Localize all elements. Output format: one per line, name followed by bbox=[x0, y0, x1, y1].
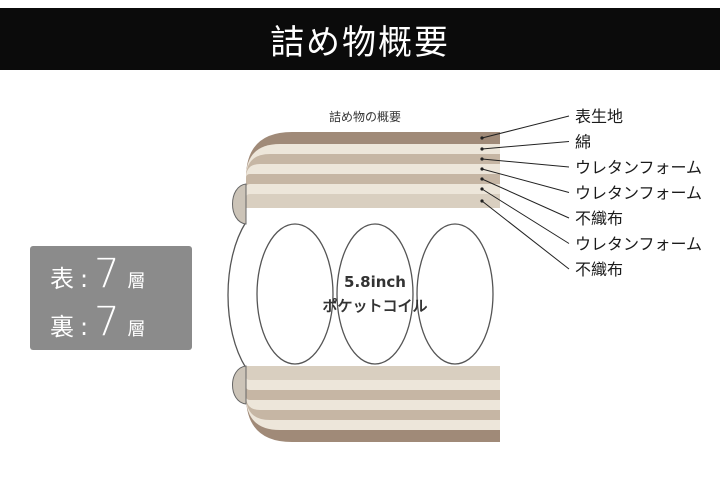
leader-line bbox=[481, 188, 570, 244]
front-number: 7 bbox=[94, 251, 120, 297]
layer-label: ウレタンフォーム bbox=[575, 184, 702, 203]
header-bar: 詰め物概要 bbox=[0, 8, 720, 70]
back-layer-count: 裏 : 7 層 bbox=[50, 300, 146, 344]
coil-label-size: 5.8inch bbox=[344, 273, 406, 291]
back-label: 裏 bbox=[50, 313, 74, 341]
leader-line bbox=[481, 158, 570, 168]
left-side-frame bbox=[227, 221, 247, 369]
bottom-layer-stack bbox=[246, 366, 500, 442]
leader-line bbox=[481, 168, 570, 193]
front-label: 表 bbox=[50, 265, 74, 293]
bottom-edge-bolster bbox=[232, 365, 247, 405]
front-colon: : bbox=[80, 265, 89, 293]
top-layer-stack bbox=[246, 132, 500, 208]
back-number: 7 bbox=[94, 299, 120, 345]
coil-label-type: ポケットコイル bbox=[322, 297, 427, 315]
pocket-coil bbox=[336, 223, 414, 365]
back-unit: 層 bbox=[127, 319, 146, 340]
top-edge-bolster bbox=[232, 183, 247, 225]
layer-label: 不織布 bbox=[575, 260, 623, 279]
back-colon: : bbox=[80, 313, 89, 341]
page-title: 詰め物概要 bbox=[270, 22, 450, 63]
layer-count-box: 表 : 7 層 裏 : 7 層 bbox=[30, 246, 192, 350]
pocket-coil bbox=[256, 223, 334, 365]
layer-label: 不織布 bbox=[575, 209, 623, 228]
layer-label: 表生地 bbox=[575, 107, 623, 126]
leader-line bbox=[481, 200, 570, 270]
bottom-layer-band bbox=[246, 366, 500, 380]
layer-label: ウレタンフォーム bbox=[575, 158, 702, 177]
leader-line bbox=[481, 178, 570, 219]
leader-line bbox=[481, 141, 570, 150]
top-layer-band bbox=[246, 194, 500, 208]
front-unit: 層 bbox=[127, 271, 146, 292]
diagram-caption: 詰め物の概要 bbox=[329, 109, 401, 124]
pocket-coil bbox=[416, 223, 494, 365]
front-layer-count: 表 : 7 層 bbox=[50, 252, 146, 296]
layer-leader-lines bbox=[480, 115, 570, 270]
layer-label: 綿 bbox=[575, 133, 591, 152]
leader-line bbox=[481, 115, 570, 139]
layer-label: ウレタンフォーム bbox=[575, 235, 702, 254]
